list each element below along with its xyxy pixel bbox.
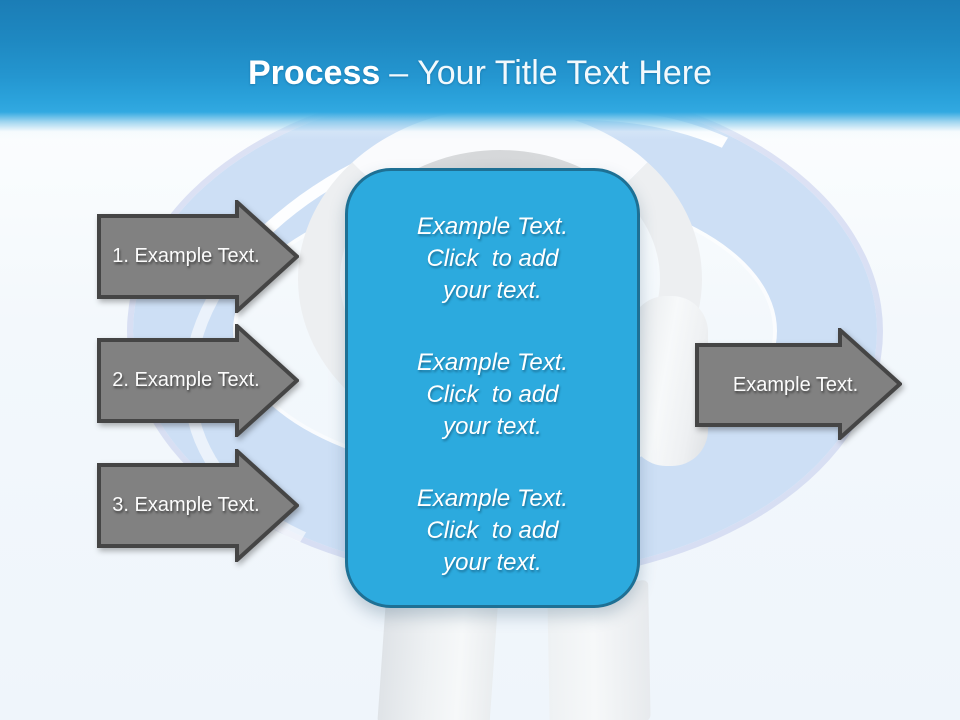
right-arrow-shape-icon: [97, 449, 299, 562]
process-arrow-3[interactable]: 3. Example Text.: [97, 449, 299, 562]
slide-title-lead: Process: [247, 54, 381, 92]
process-arrow-1[interactable]: 1. Example Text.: [97, 200, 299, 313]
process-arrow-3-label: 3. Example Text.: [112, 494, 260, 516]
placeholder-line: your text.: [443, 413, 542, 440]
slide-title-tail: Your Title Text Here: [417, 54, 713, 92]
process-arrow-1-label: 1. Example Text.: [112, 245, 260, 267]
output-arrow[interactable]: Example Text.: [695, 328, 902, 440]
right-arrow-shape-icon: [97, 200, 299, 313]
center-text-panel-content: Example Text. Click to add your text. Ex…: [348, 171, 637, 605]
text-placeholder-1[interactable]: Example Text. Click to add your text.: [364, 211, 621, 307]
process-arrow-2[interactable]: 2. Example Text.: [97, 324, 299, 437]
text-placeholder-2[interactable]: Example Text. Click to add your text.: [364, 347, 621, 443]
placeholder-line: your text.: [443, 549, 542, 576]
placeholder-line: Example Text.: [416, 349, 569, 376]
placeholder-line: Click to add: [426, 245, 559, 272]
placeholder-line: Example Text.: [416, 485, 569, 512]
right-arrow-shape-icon: [695, 328, 902, 440]
process-arrow-2-label: 2. Example Text.: [112, 369, 260, 391]
placeholder-line: Click to add: [426, 517, 559, 544]
center-text-panel[interactable]: Example Text. Click to add your text. Ex…: [345, 168, 640, 608]
placeholder-line: Example Text.: [416, 213, 569, 240]
text-placeholder-3[interactable]: Example Text. Click to add your text.: [364, 483, 621, 579]
output-arrow-label: Example Text.: [732, 373, 859, 396]
right-arrow-shape-icon: [97, 324, 299, 437]
placeholder-line: Click to add: [426, 381, 559, 408]
title-bar: Process – Your Title Text Here: [0, 0, 960, 140]
placeholder-line: your text.: [443, 277, 542, 304]
slide-title[interactable]: Process – Your Title Text Here: [0, 53, 960, 93]
slide-title-dash: –: [389, 54, 409, 92]
